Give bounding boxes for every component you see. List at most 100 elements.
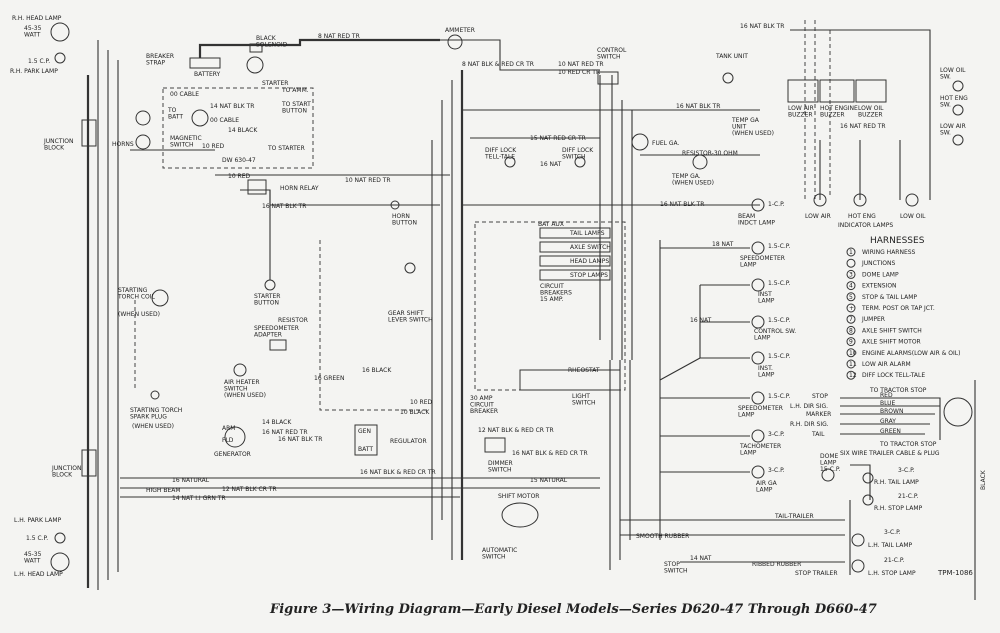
regulator-icon: [354, 424, 378, 456]
harness-dash-1: [319, 240, 430, 411]
harness-marker: [846, 325, 856, 335]
trailer-wire: [840, 397, 941, 440]
harness-number: 12: [849, 372, 857, 379]
lh-tail-cp-label: 3-C.P.: [884, 529, 901, 536]
w-10red-center-label: 10 RED: [410, 399, 433, 406]
shift-motor-icon: [501, 502, 539, 528]
resistor-label-2: RESISTOR: [278, 317, 308, 324]
magnetic-switch-icon: [191, 109, 209, 127]
brown-label: BROWN: [880, 408, 903, 415]
tractor-stop-2-label: TO TRACTOR STOP: [879, 441, 937, 448]
magnetic-switch-box: [162, 87, 314, 169]
w-16black-label: 16 BLACK: [362, 367, 392, 374]
regulator-label: REGULATOR: [390, 438, 427, 445]
rh-tail-label: R.H. TAIL LAMP: [874, 479, 919, 486]
diff-lock-telltale-icon: [504, 156, 516, 168]
temp-ga-label: TEMP GA.(WHEN USED): [671, 173, 714, 187]
ind-w1-label: 16 NAT BLK TR: [740, 23, 784, 30]
ammeter-wire: [440, 39, 600, 71]
beam-cp-label: 1-C.P.: [768, 201, 785, 208]
low-oil-lamp-label: LOW OIL: [900, 213, 926, 220]
harness-item-label: AXLE SHIFT MOTOR: [862, 339, 921, 346]
harness-number: 4: [849, 283, 853, 290]
indicator-lamps-label: INDICATOR LAMPS: [838, 222, 893, 229]
w-15natred-label: 15 NAT RED CR TR: [530, 135, 586, 142]
head-lamps-label: HEAD LAMPS: [570, 258, 609, 265]
torch-coil-icon: [151, 289, 169, 307]
harness-outline: [474, 221, 626, 391]
control-cp-label: 1.5-C.P.: [768, 317, 790, 324]
rh-stop-label: R.H. STOP LAMP: [874, 505, 923, 512]
speedo-cp-2-label: 1.5-C.P.: [768, 393, 790, 400]
when-used-2-label: (WHEN USED): [132, 423, 174, 430]
junction-block-1-icon: [81, 119, 97, 147]
w-18nat-label: 18 NAT: [712, 241, 734, 248]
trailer-cable-label: SIX WIRE TRAILER CABLE & PLUG: [840, 450, 940, 457]
w-16natred-center-label: 16 NAT RED TR: [262, 429, 308, 436]
harness-marker: [846, 303, 856, 313]
horn-1-icon: [135, 110, 151, 126]
harness-item-label: DIFF LOCK TELL-TALE: [862, 372, 925, 379]
rheostat-label: RHEOSTAT: [568, 367, 600, 374]
harness-marker: [846, 370, 856, 380]
ammeter-label: AMMETER: [445, 27, 475, 34]
harness-number: 1: [849, 249, 853, 256]
w-14black-label: 14 BLACK: [262, 419, 292, 426]
w-10natred-label: 10 NAT RED TR: [558, 61, 604, 68]
lh-dir-sig-label: L.H. DIR SIG.: [790, 403, 828, 410]
green-label: GREEN: [880, 428, 901, 435]
inst-lamp-2-label: INST.LAMP: [758, 365, 775, 379]
harness-item-label: AXLE SHIFT SWITCH: [862, 327, 922, 334]
ammeter-icon: [447, 34, 463, 50]
rh-head-lamp-icon: [50, 22, 70, 42]
harness-number: +: [849, 305, 854, 312]
control-sw-lamp-icon: [751, 315, 765, 329]
control-switch-icon: [597, 71, 619, 85]
low-oil-sw-icon: [952, 80, 964, 92]
harness-number: 3: [849, 271, 853, 278]
harness-item-label: JUMPER: [861, 316, 885, 323]
trailer-plug-icon: [943, 397, 973, 427]
w-16natblk-label: 16 NAT BLK TR: [676, 103, 720, 110]
torch-plug-icon: [150, 390, 160, 400]
horns-label: HORNS: [112, 141, 134, 148]
speedo-adapter-icon: [269, 339, 287, 351]
stop-trailer-label: STOP TRAILER: [795, 570, 838, 577]
figure-caption: Figure 3—Wiring Diagram—Early Diesel Mod…: [269, 602, 877, 617]
speedo-cp-label: 1.5-C.P.: [768, 243, 790, 250]
hot-eng-lamp-label: HOT ENG: [848, 213, 876, 220]
lh-head-lamp-icon: [50, 552, 70, 572]
air-ga-lamp-icon: [751, 465, 765, 479]
w-16nat-right-label: 16 NAT: [690, 317, 712, 324]
mag-w3-label: 00 CABLE: [210, 117, 239, 124]
lh-stop-lamp-icon: [851, 559, 865, 573]
battery-label: BATTERY: [194, 71, 221, 78]
w-10black-label: 10 BLACK: [400, 409, 430, 416]
tank-unit-icon: [722, 72, 734, 84]
to-starter-label: TO STARTER: [267, 145, 305, 152]
arm-label: ARM: [222, 425, 235, 432]
harness-marker: [846, 269, 856, 279]
lh-tail-label: L.H. TAIL LAMP: [868, 542, 913, 549]
harness-item-label: ENGINE ALARMS(LOW AIR & OIL): [862, 350, 960, 357]
blue-label: BLUE: [880, 400, 896, 407]
mag-w1-label: 00 CABLE: [170, 91, 199, 98]
fuel-ga-label: FUEL GA.: [652, 140, 680, 147]
